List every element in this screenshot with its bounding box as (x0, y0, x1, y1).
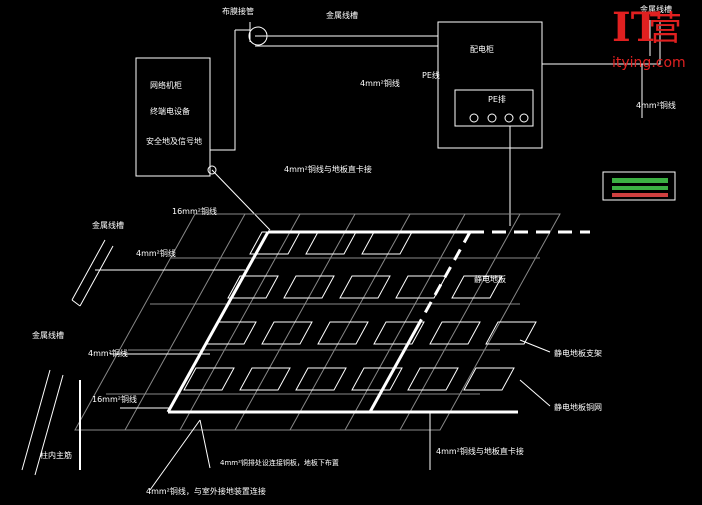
label-pe-bus: PE线 (422, 71, 440, 80)
equipment-ground-wire (211, 169, 271, 231)
legend-green-bar (612, 178, 668, 183)
logo-mark: IT (612, 4, 661, 51)
floor-tiles-row1 (249, 231, 413, 255)
equipment-cabinet-box (135, 57, 211, 177)
copper-grid-right-dashed (418, 231, 472, 323)
floor-outline (74, 213, 561, 431)
label-equipment-line1: 网络机柜 (150, 81, 182, 90)
label-wire-4mm: 4mm²铜线 (360, 79, 400, 88)
outdoor-ground-wire (149, 419, 211, 491)
label-metal-trough-left2: 金属线槽 (32, 331, 64, 340)
label-antistatic-floor: 静电地板 (474, 275, 506, 284)
leader-lines (429, 339, 551, 470)
floor-tiles-row2 (227, 275, 503, 299)
label-main-pipe: 柱内主筋 (40, 451, 72, 460)
pe-terminal (519, 113, 529, 123)
pe-terminal (487, 113, 497, 123)
left-conduit-upper (71, 239, 114, 307)
label-wire-16mm-a: 16mm²铜线 (172, 207, 217, 216)
label-equipment-line3: 安全地及信号地 (146, 137, 202, 146)
label-metal-conduit: 金属线槽 (326, 11, 358, 20)
legend-box (602, 171, 676, 201)
label-panel-title: 配电柜 (470, 45, 494, 54)
legend-green-bar2 (612, 186, 668, 190)
equipment-terminal (207, 165, 217, 175)
copper-grid-left (166, 231, 270, 413)
label-equipment-line2: 终端电设备 (150, 107, 190, 116)
label-wire-4mm-left: 4mm²铜线 (136, 249, 176, 258)
distribution-panel-box (437, 21, 543, 149)
copper-grid-right (368, 321, 422, 413)
label-bottom-note1: 4mm²铜排处设连接铜板，地板下布置 (220, 459, 339, 467)
left-feed-wires (95, 269, 245, 409)
label-bottom-note2: 4mm²铜线，与室外接地装置连接 (146, 487, 266, 496)
label-metal-conduit-right: 金属线槽 (640, 5, 672, 14)
label-pipe-top-left: 布膜接管 (222, 7, 254, 16)
conduit-drop-line (210, 30, 236, 151)
label-wire-4mm-floor: 4mm²铜线与地板直卡接 (284, 165, 372, 174)
label-wire-4mm-right-panel: 4mm²铜线 (636, 101, 676, 110)
label-floor-grid: 静电地板铜网 (554, 403, 602, 412)
label-wire-4mm-mid: 4mm²铜线 (88, 349, 128, 358)
label-pe-bar: PE排 (488, 95, 506, 104)
pe-terminal (504, 113, 514, 123)
floor-rows (106, 257, 540, 395)
floor-tiles-row3 (205, 321, 537, 345)
top-conduit (235, 22, 438, 47)
label-metal-trough-left: 金属线槽 (92, 221, 124, 230)
label-wire-4mm-bottom: 4mm²铜线与地板直卡接 (436, 447, 524, 456)
logo-glyph: 营 (648, 9, 682, 49)
label-floor-support: 静电地板支架 (554, 349, 602, 358)
site-logo: IT 营 itying.com (612, 8, 696, 74)
right-conduit (542, 20, 661, 65)
left-conduit-lower (21, 369, 64, 476)
pe-terminal (469, 113, 479, 123)
pe-bar-box (454, 89, 534, 127)
floor-tiles-row4 (183, 367, 515, 391)
label-wire-16mm-b: 16mm²铜线 (92, 395, 137, 404)
logo-url: itying.com (612, 55, 686, 71)
conduit-joint (248, 26, 268, 46)
legend-red-bar (612, 193, 668, 197)
